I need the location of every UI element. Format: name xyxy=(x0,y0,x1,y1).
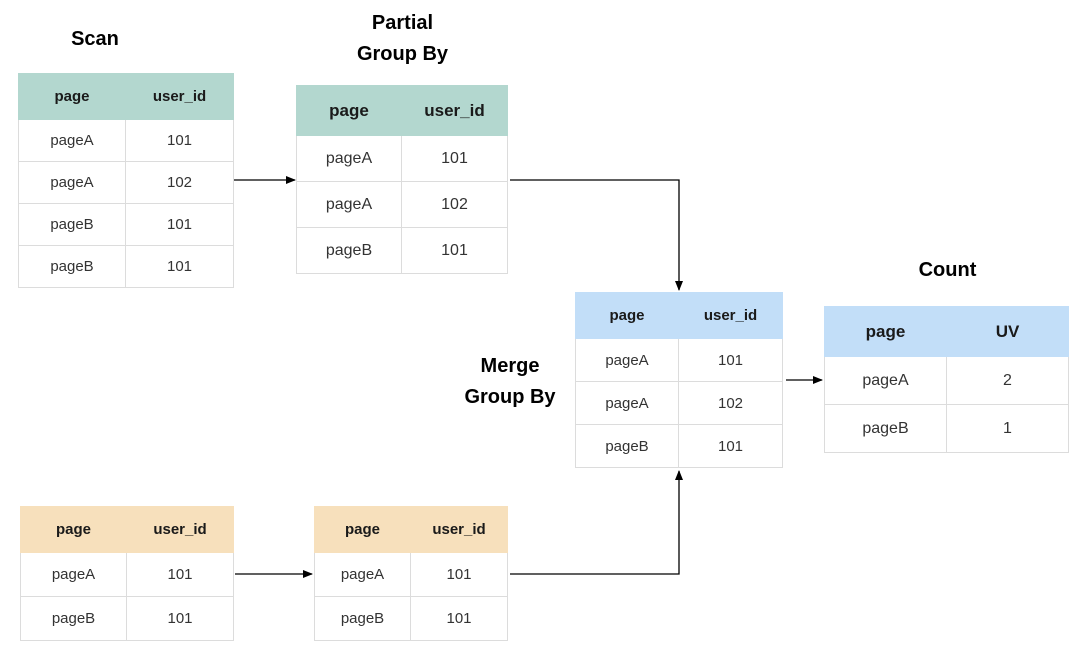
merge-group-by-table: page user_id pageA 101 pageA 102 pageB 1… xyxy=(575,292,783,468)
table-cell: pageA xyxy=(575,381,679,425)
table-cell: 101 xyxy=(125,119,234,162)
source-table-bottom: page user_id pageA 101 pageB 101 xyxy=(20,506,234,641)
table-row: pageB 101 xyxy=(20,596,234,641)
table-cell: 101 xyxy=(410,552,508,597)
table-cell: 101 xyxy=(126,596,234,641)
scan-label: Scan xyxy=(71,28,119,50)
column-header: user_id xyxy=(126,506,234,553)
partial-label-line1: Partial xyxy=(371,12,434,34)
table-cell: pageA xyxy=(296,135,402,182)
table-cell: 102 xyxy=(401,181,508,228)
scan-table: page user_id pageA 101 pageA 102 pageB 1… xyxy=(18,73,234,288)
partial-group-by-label: Partial Group By xyxy=(330,8,475,70)
table-header-row: page user_id xyxy=(20,506,234,553)
table-cell: pageA xyxy=(575,338,679,382)
table-row: pageB 1 xyxy=(824,404,1069,453)
column-header: user_id xyxy=(401,85,508,136)
column-header: user_id xyxy=(125,73,234,120)
table-cell: pageA xyxy=(296,181,402,228)
partial-label-line2: Group By xyxy=(356,43,449,65)
table-cell: pageB xyxy=(18,245,126,288)
column-header: page xyxy=(296,85,402,136)
merge-label-line1: Merge xyxy=(480,355,540,377)
merge-group-by-label: Merge Group By xyxy=(440,351,580,413)
column-header: page xyxy=(314,506,411,553)
table-header-row: page UV xyxy=(824,306,1069,357)
table-cell: 102 xyxy=(125,161,234,204)
table-cell: 101 xyxy=(125,245,234,288)
table-cell: 101 xyxy=(678,338,783,382)
table-header-row: page user_id xyxy=(296,85,508,136)
table-cell: pageA xyxy=(18,161,126,204)
table-header-row: page user_id xyxy=(314,506,508,553)
table-cell: 101 xyxy=(410,596,508,641)
table-row: pageA 101 xyxy=(20,552,234,597)
arrow-partial-bottom-to-merge xyxy=(510,470,683,575)
table-cell: 101 xyxy=(401,135,508,182)
table-row: pageA 101 xyxy=(296,135,508,182)
table-row: pageB 101 xyxy=(18,245,234,288)
column-header: page xyxy=(575,292,679,339)
table-row: pageA 101 xyxy=(575,338,783,382)
table-header-row: page user_id xyxy=(18,73,234,120)
table-row: pageB 101 xyxy=(18,203,234,246)
table-cell: pageB xyxy=(575,424,679,468)
table-row: pageA 101 xyxy=(18,119,234,162)
table-cell: pageB xyxy=(296,227,402,274)
table-row: pageA 102 xyxy=(296,181,508,228)
table-cell: pageB xyxy=(18,203,126,246)
arrow-partial-top-to-merge xyxy=(510,179,683,291)
table-cell: 1 xyxy=(946,404,1069,453)
partial-group-by-table-bottom: page user_id pageA 101 pageB 101 xyxy=(314,506,508,641)
column-header: page xyxy=(18,73,126,120)
table-cell: pageA xyxy=(18,119,126,162)
column-header: user_id xyxy=(678,292,783,339)
table-cell: pageB xyxy=(314,596,411,641)
table-row: pageA 102 xyxy=(18,161,234,204)
table-cell: 101 xyxy=(125,203,234,246)
table-cell: pageB xyxy=(824,404,947,453)
table-row: pageB 101 xyxy=(314,596,508,641)
count-table: page UV pageA 2 pageB 1 xyxy=(824,306,1069,453)
table-cell: pageA xyxy=(314,552,411,597)
table-cell: pageA xyxy=(824,356,947,405)
column-header: user_id xyxy=(410,506,508,553)
column-header: page xyxy=(824,306,947,357)
merge-label-line2: Group By xyxy=(464,386,556,408)
column-header: UV xyxy=(946,306,1069,357)
table-row: pageB 101 xyxy=(296,227,508,274)
table-cell: 101 xyxy=(126,552,234,597)
column-header: page xyxy=(20,506,127,553)
table-row: pageA 102 xyxy=(575,381,783,425)
table-cell: 101 xyxy=(678,424,783,468)
count-label: Count xyxy=(918,259,977,281)
table-cell: pageB xyxy=(20,596,127,641)
partial-group-by-table-top: page user_id pageA 101 pageA 102 pageB 1… xyxy=(296,85,508,274)
table-cell: pageA xyxy=(20,552,127,597)
table-cell: 101 xyxy=(401,227,508,274)
table-row: pageA 101 xyxy=(314,552,508,597)
table-cell: 102 xyxy=(678,381,783,425)
table-row: pageA 2 xyxy=(824,356,1069,405)
table-header-row: page user_id xyxy=(575,292,783,339)
table-row: pageB 101 xyxy=(575,424,783,468)
table-cell: 2 xyxy=(946,356,1069,405)
